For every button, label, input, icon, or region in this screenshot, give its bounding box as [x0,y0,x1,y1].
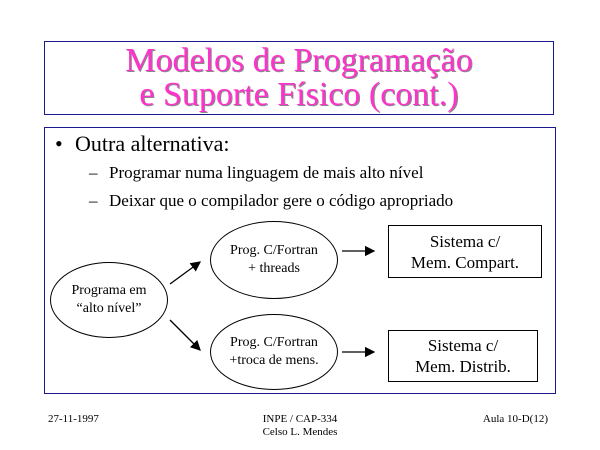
arrow-to-messages [169,319,201,351]
arrow-to-threads [169,261,202,285]
message-passing-program-line-1: Prog. C/Fortran [230,335,318,350]
bullet-icon: • [55,131,63,156]
sub-item-text: Programar numa linguagem de mais alto ní… [109,163,424,182]
footer-course: INPE / CAP-334 [262,413,338,425]
sub-item-text: Deixar que o compilador gere o código ap… [109,191,454,210]
distributed-memory-line-1: Sistema c/ [427,336,499,355]
slide-title-line-1: Modelos de Programação [125,42,473,79]
dash-icon: – [89,191,98,210]
footer-date: 27-11-1997 [48,413,99,425]
threads-program-ellipse: Prog. C/Fortran + threads [210,221,338,299]
source-program-line-1: Programa em [71,283,147,298]
source-program-line-2: “alto nível” [76,301,142,316]
source-program-ellipse: Programa em “alto nível” [50,262,168,338]
threads-program-line-1: Prog. C/Fortran [230,243,318,258]
sub-item-1: –Programar numa linguagem de mais alto n… [89,162,423,184]
bullet-item: • Outra alternativa: [55,131,230,157]
slide-title-line-2: e Suporte Físico (cont.) [139,76,459,113]
bullet-text: Outra alternativa: [75,131,230,156]
shared-memory-system-box: Sistema c/ Mem. Compart. [388,225,542,278]
threads-program-line-2: + threads [248,261,300,276]
sub-item-2: –Deixar que o compilador gere o código a… [89,190,453,212]
footer-lecture: Aula 10-D(12) [482,413,548,425]
footer-course-info: INPE / CAP-334 Celso L. Mendes [200,413,400,439]
dash-icon: – [89,163,98,182]
distributed-memory-line-2: Mem. Distrib. [415,357,511,376]
shared-memory-line-2: Mem. Compart. [410,252,520,272]
slide-title-box: Modelos de Programação e Suporte Físico … [44,41,554,115]
distributed-memory-system-box: Sistema c/ Mem. Distrib. [388,330,538,382]
shared-memory-line-1: Sistema c/ [429,231,501,251]
message-passing-program-ellipse: Prog. C/Fortran +troca de mens. [210,314,338,390]
slide-content-box: • Outra alternativa: –Programar numa ling… [44,127,556,394]
message-passing-program-line-2: +troca de mens. [229,353,319,368]
footer-author: Celso L. Mendes [262,426,338,438]
